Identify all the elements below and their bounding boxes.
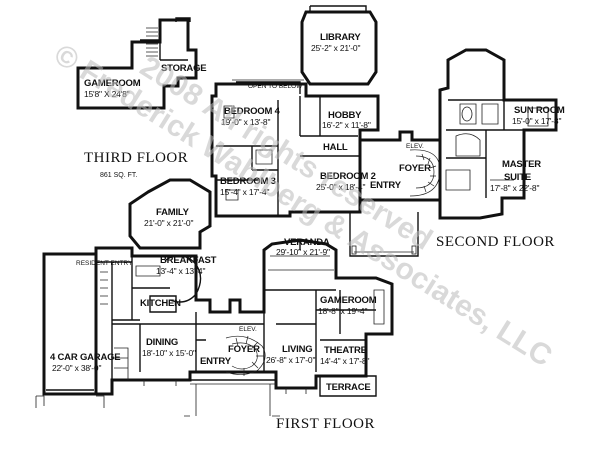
room-foyer-1-name: FOYER xyxy=(228,344,260,355)
room-theatre-name: THEATRE xyxy=(324,345,367,356)
third-floor-sqft: 861 SQ. FT. xyxy=(100,172,137,179)
third-floor-label: THIRD FLOOR xyxy=(84,150,188,166)
resident-entry-label: RESIDENT ENTRY xyxy=(76,260,133,267)
second-floor-label: SECOND FLOOR xyxy=(436,234,555,250)
room-master-dims: 17'-8" x 22'-8" xyxy=(490,183,539,193)
room-entry-2-name: ENTRY xyxy=(370,180,402,191)
elevator-2-label: ELEV. xyxy=(406,143,424,150)
copyright-watermark: © Frederick Wahlberg & Associates, LLC 2… xyxy=(48,38,557,373)
room-dining-name: DINING xyxy=(146,337,178,348)
room-garage-dims: 22'-0" x 38'-0" xyxy=(52,363,101,373)
open-to-below-label: OPEN TO BELOW xyxy=(248,83,303,90)
room-sun-room-name: SUN ROOM xyxy=(514,105,565,116)
room-terrace-name: TERRACE xyxy=(326,382,371,393)
room-hall-name: HALL xyxy=(323,142,348,153)
room-breakfast-name: BREAKFAST xyxy=(160,255,217,266)
room-master-name: MASTER xyxy=(502,159,541,170)
room-veranda-dims: 29'-10" x 21'-9" xyxy=(276,247,330,257)
elevator-1-label: ELEV. xyxy=(239,326,257,333)
room-foyer-2-name: FOYER xyxy=(399,163,431,174)
room-master-name-2: SUITE xyxy=(504,172,531,183)
room-library-name: LIBRARY xyxy=(320,32,361,43)
room-bedroom-4-dims: 19'-0" x 13'-8" xyxy=(221,117,270,127)
room-gameroom-3-name: GAMEROOM xyxy=(84,78,141,89)
room-hobby-name: HOBBY xyxy=(328,110,362,121)
room-breakfast-dims: 13'-4" x 13'-4" xyxy=(156,266,205,276)
room-bedroom-2-name: BEDROOM 2 xyxy=(320,171,376,182)
room-gameroom-3-dims: 15'8" X 24'8" xyxy=(84,89,130,99)
watermark-line-1: © Frederick Wahlberg & Associates, LLC xyxy=(48,38,557,373)
room-bedroom-3-dims: 15'-4" x 17'-4" xyxy=(220,187,269,197)
room-gameroom-1-name: GAMEROOM xyxy=(320,295,377,306)
room-family-name: FAMILY xyxy=(156,207,190,218)
room-sun-room-dims: 15'-0" x 17'-8" xyxy=(512,116,561,126)
room-theatre-dims: 14'-4" x 17'-8" xyxy=(320,356,369,366)
second-floor-plan xyxy=(210,5,558,257)
room-bedroom-3-name: BEDROOM 3 xyxy=(220,176,276,187)
room-hobby-dims: 16'-2" x 11'-8" xyxy=(322,120,371,130)
room-gameroom-1-dims: 18'-8" x 19'-4" xyxy=(318,306,367,316)
room-storage-name: STORAGE xyxy=(161,63,206,74)
room-labels: GAMEROOM 15'8" X 24'8" STORAGE THIRD FLO… xyxy=(50,32,565,432)
first-floor-plan xyxy=(35,178,394,417)
room-family-dims: 21'-0" x 21'-0" xyxy=(144,218,193,228)
room-entry-1-name: ENTRY xyxy=(200,356,232,367)
room-bedroom-4-name: BEDROOM 4 xyxy=(224,106,281,117)
room-veranda-name: VERANDA xyxy=(284,237,330,248)
room-dining-dims: 18'-10" x 15'-0" xyxy=(142,348,196,358)
first-floor-label: FIRST FLOOR xyxy=(276,416,375,432)
room-bedroom-2-dims: 25'-0" x 18'-4" xyxy=(316,182,365,192)
room-kitchen-name: KITCHEN xyxy=(140,298,181,309)
third-floor-plan xyxy=(76,17,198,110)
room-living-dims: 26'-8" x 17'-0" xyxy=(266,355,315,365)
room-living-name: LIVING xyxy=(282,344,312,355)
room-garage-name: 4 CAR GARAGE xyxy=(50,352,120,363)
room-library-dims: 25'-2" x 21'-0" xyxy=(311,43,360,53)
